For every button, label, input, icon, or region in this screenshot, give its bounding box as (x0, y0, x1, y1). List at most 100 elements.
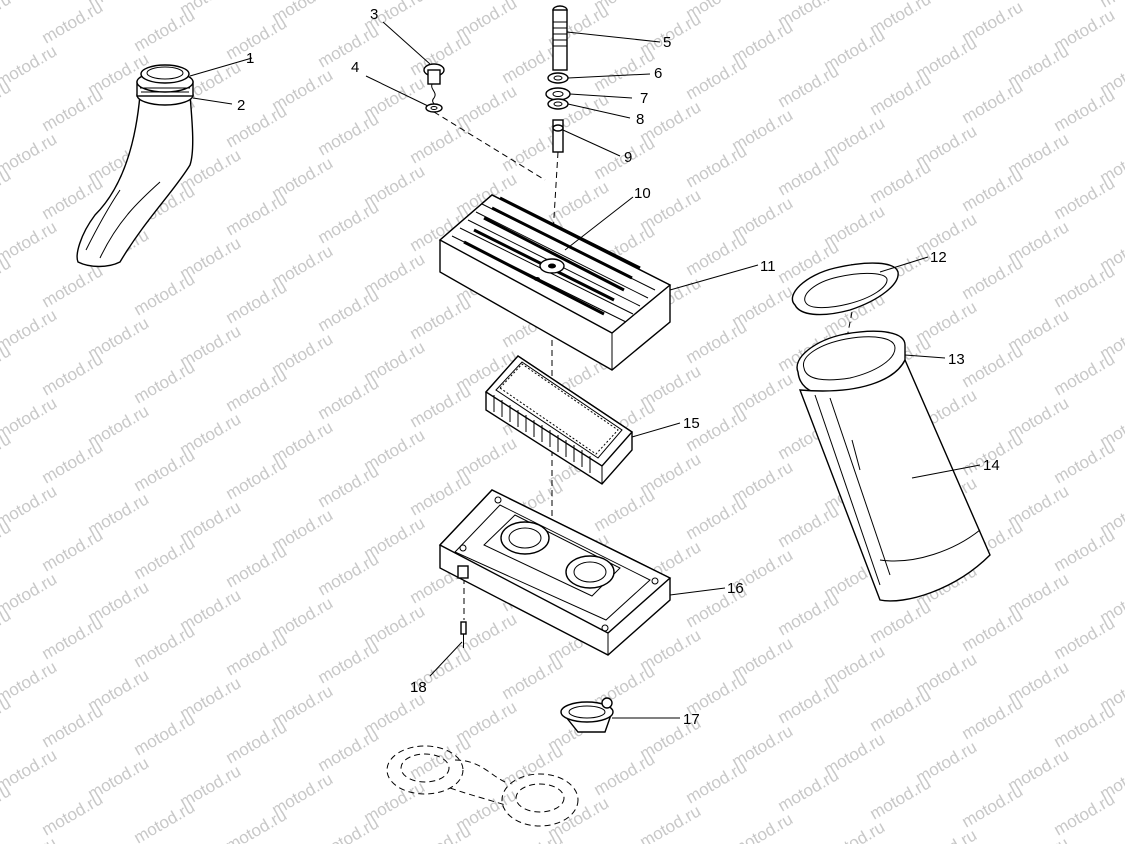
watermark-text: motod.ru (591, 485, 659, 535)
callout-16: 16 (727, 580, 744, 597)
watermark-text: motod.ru (131, 533, 199, 583)
watermark-text: motod.ru (683, 757, 751, 807)
watermark-text: motod.ru (959, 605, 1027, 655)
watermark-text: motod.ru (0, 393, 60, 443)
watermark-text: motod.ru (131, 5, 199, 55)
watermark-text: motod.ru (39, 525, 107, 575)
watermark-text: motod.ru (315, 21, 383, 71)
watermark-text: motod.ru (315, 637, 383, 687)
watermark-text: motod.ru (0, 833, 60, 844)
watermark-text: motod.ru (131, 269, 199, 319)
watermark-text: motod.ru (775, 589, 843, 639)
watermark-text: motod.ru (913, 825, 981, 844)
part-intake-tube (76, 64, 194, 268)
callout-labels: 1 2 3 4 5 6 7 8 9 10 11 12 13 14 15 16 1… (237, 6, 1000, 728)
watermark-text: motod.ru (499, 829, 567, 844)
watermark-text: motod.ru (591, 45, 659, 95)
part-airbox-base (438, 489, 672, 656)
part-phantom-cushions (386, 745, 579, 827)
watermark-text: motod.ru (775, 149, 843, 199)
watermark-text: motod.ru (1051, 349, 1119, 399)
watermark-text: motod.ru (315, 813, 383, 844)
part-screw (460, 621, 467, 648)
watermark-text: motod.ru (131, 709, 199, 759)
callout-12: 12 (930, 249, 947, 266)
watermark-text: motod.ru (223, 717, 291, 767)
watermark-text: motod.ru (315, 461, 383, 511)
watermark-text: motod.ru (407, 733, 475, 783)
watermark-text: motod.ru (0, 0, 14, 39)
callout-2: 2 (237, 97, 245, 114)
watermark-text: motod.ru (223, 805, 291, 844)
watermark-text: motod.ru (775, 677, 843, 727)
watermark-text: motod.ru (1051, 437, 1119, 487)
watermark-text: motod.ru (775, 501, 843, 551)
watermark-text: motod.ru (499, 741, 567, 791)
watermark-text: motod.ru (867, 773, 935, 823)
watermark-text: motod.ru (1097, 0, 1125, 11)
watermark-text: motod.ru (223, 13, 291, 63)
watermark-text: motod.ru (39, 261, 107, 311)
watermark-text: motod.ru (39, 0, 107, 47)
watermark-text: motod.ru (39, 437, 107, 487)
part-air-filter (484, 355, 634, 485)
watermark-text: motod.ru (223, 365, 291, 415)
callout-17: 17 (683, 711, 700, 728)
watermark-text: motod.ru (1051, 789, 1119, 839)
watermark-text: motod.ru (1005, 833, 1073, 844)
watermark-text: motod.ru (729, 809, 797, 844)
watermark-text: motod.ru (0, 129, 60, 179)
callout-1: 1 (246, 50, 254, 67)
watermark-text: motod.ru (775, 61, 843, 111)
watermark-text: motod.ru (0, 657, 60, 707)
watermark-text: motod.ru (959, 693, 1027, 743)
watermark-text: motod.ru (39, 789, 107, 839)
watermark-text: motod.ru (407, 469, 475, 519)
watermark-text: motod.ru (867, 597, 935, 647)
watermark-text: motod.ru (0, 745, 60, 795)
callout-10: 10 (634, 185, 651, 202)
watermark-text: motod.ru (591, 749, 659, 799)
watermark-text: motod.ru (0, 569, 60, 619)
watermark-text: motod.ru (39, 613, 107, 663)
watermark-text: motod.ru (959, 165, 1027, 215)
part-grommet (560, 697, 614, 733)
callout-11: 11 (760, 258, 776, 275)
watermark-text: motod.ru (223, 453, 291, 503)
part-intake-duct (798, 358, 991, 602)
watermark-text: motod.ru (223, 189, 291, 239)
leader-lines (189, 21, 981, 719)
callout-6: 6 (654, 65, 662, 82)
part-plug-and-washer (423, 63, 445, 113)
watermark-text: motod.ru (1051, 613, 1119, 663)
watermark-text: motod.ru (131, 445, 199, 495)
watermark-text: motod.ru (407, 293, 475, 343)
watermark-text: motod.ru (315, 197, 383, 247)
part-airbox-cover (438, 194, 672, 371)
callout-14: 14 (983, 457, 1000, 474)
callout-5: 5 (663, 34, 671, 51)
callout-15: 15 (683, 415, 700, 432)
watermark-text: motod.ru (959, 77, 1027, 127)
watermark-text: motod.ru (223, 101, 291, 151)
watermark-text: motod.ru (315, 549, 383, 599)
watermark-text: motod.ru (223, 541, 291, 591)
watermark-text: motod.ru (315, 725, 383, 775)
watermark-text: motod.ru (821, 817, 889, 844)
watermark-text: motod.ru (0, 481, 60, 531)
watermark-text: motod.ru (39, 349, 107, 399)
callout-13: 13 (948, 351, 965, 368)
watermark-text: motod.ru (959, 781, 1027, 831)
watermark-text: motod.ru (959, 341, 1027, 391)
watermark-text: motod.ru (1051, 173, 1119, 223)
watermark-text: motod.ru (683, 53, 751, 103)
callout-8: 8 (636, 111, 644, 128)
watermark-text: motod.ru (683, 493, 751, 543)
watermark-text: motod.ru (683, 141, 751, 191)
watermark-text: motod.ru (1051, 261, 1119, 311)
watermark-text: motod.ru (223, 629, 291, 679)
watermark-text: motod.ru (131, 357, 199, 407)
watermark-text: motod.ru (0, 41, 60, 91)
watermark-text: motod.ru (775, 765, 843, 815)
